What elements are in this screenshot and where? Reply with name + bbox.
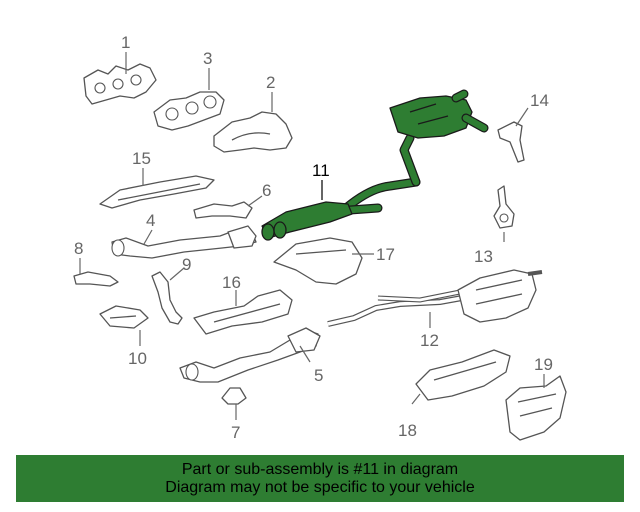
callout-6: 6	[262, 181, 271, 200]
callout-4: 4	[146, 211, 155, 230]
callout-5: 5	[314, 366, 323, 385]
callout-15: 15	[132, 149, 151, 168]
part-5-front-pipe[interactable]	[179, 327, 321, 383]
part-15-heat-shield[interactable]	[99, 175, 215, 209]
part-3-gasket[interactable]	[153, 91, 225, 131]
part-13-rubber-hanger[interactable]	[493, 185, 515, 229]
callout-8: 8	[74, 239, 83, 258]
callout-3: 3	[203, 49, 212, 68]
part-1-manifold-gasket[interactable]	[83, 63, 157, 105]
part-9-hanger-bracket[interactable]	[151, 271, 183, 325]
part-6-bracket[interactable]	[193, 201, 253, 219]
banner-line-2: Diagram may not be specific to your vehi…	[165, 478, 475, 496]
callout-7: 7	[231, 423, 240, 442]
part-19-heat-shield[interactable]	[505, 375, 567, 441]
part-18-heat-shield[interactable]	[415, 349, 511, 401]
part-11-rear-muffler[interactable]	[389, 89, 489, 187]
callout-10: 10	[128, 349, 147, 368]
callout-2: 2	[266, 73, 275, 92]
part-2-exhaust-manifold[interactable]	[213, 111, 293, 153]
part-14-hanger[interactable]	[497, 121, 525, 163]
callout-12: 12	[420, 331, 439, 350]
callout-14: 14	[530, 91, 549, 110]
exhaust-diagram: 1 3 2 15 6 4 8 9	[73, 33, 567, 442]
callout-18: 18	[398, 421, 417, 440]
callout-9: 9	[182, 255, 191, 274]
part-12-exhaust-system[interactable]	[327, 269, 543, 327]
callout-13: 13	[474, 247, 493, 266]
part-17-heat-shield[interactable]	[273, 237, 363, 285]
part-4-front-pipe[interactable]	[111, 225, 257, 259]
part-8-bracket[interactable]	[73, 271, 119, 287]
callout-19: 19	[534, 355, 553, 374]
callout-16: 16	[222, 273, 241, 292]
callout-1: 1	[121, 33, 130, 52]
part-7-bracket[interactable]	[221, 387, 247, 405]
callout-11: 11	[312, 161, 330, 180]
banner-line-1: Part or sub-assembly is #11 in diagram	[181, 460, 459, 478]
info-banner: Part or sub-assembly is #11 in diagram D…	[16, 455, 624, 502]
part-11-center-muffler[interactable]	[261, 177, 421, 241]
callout-17: 17	[376, 245, 395, 264]
part-16-heat-shield[interactable]	[193, 289, 293, 335]
part-10-mount-pad[interactable]	[99, 305, 149, 329]
